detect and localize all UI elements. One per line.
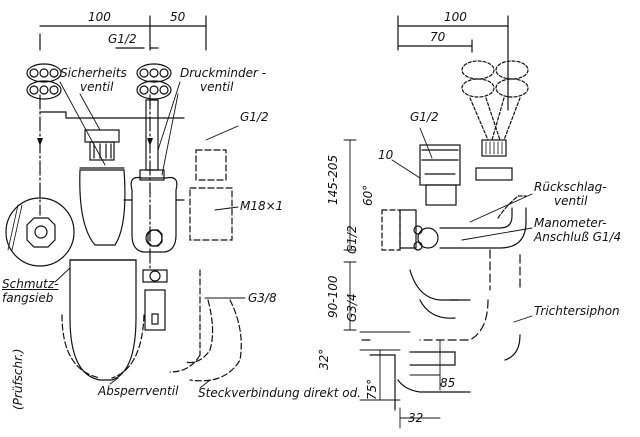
label-pruefschr: (Prüfschr.): [11, 348, 25, 410]
right-cap: [475, 167, 513, 181]
label-trichtersiphon: Trichtersiphon: [534, 304, 620, 318]
label-steckverbindung: Steckverbindung direkt od.: [198, 386, 361, 400]
trichter-siphon: [361, 249, 521, 341]
label-fangsieb: fangsieb: [2, 291, 54, 305]
dashed-connection: [169, 149, 242, 382]
dim-100-right: 100: [444, 10, 467, 24]
label-g12-vert: G1/2: [345, 225, 359, 254]
label-manometer: Manometer-: [534, 216, 607, 230]
dim-50: 50: [170, 10, 186, 24]
dim-90-100: 90-100: [326, 275, 340, 318]
outlet-pipe: [369, 334, 521, 411]
dim-g12-top-left: G1/2: [108, 32, 137, 46]
dim-32deg: 32°: [317, 348, 331, 370]
dim-145-205: 145-205: [326, 154, 340, 205]
right-top-dims: [397, 15, 509, 111]
dim-60deg: 60°: [361, 184, 375, 206]
label-manometer-anschluss: Anschluß G1/4: [534, 230, 622, 244]
label-sicherheits-ventil: ventil: [80, 80, 114, 94]
label-g38: G3/8: [248, 291, 277, 305]
right-thread-block: [481, 139, 507, 157]
label-druckminder-ventil: ventil: [200, 80, 234, 94]
leader-lines: [54, 81, 246, 389]
dim-75deg: 75°: [365, 378, 379, 400]
dim-85: 85: [440, 376, 456, 390]
right-knobs: [461, 60, 529, 141]
label-g12-mid: G1/2: [240, 110, 269, 124]
left-riser: [39, 94, 151, 271]
dim-100-left: 100: [88, 10, 111, 24]
label-sicherheits: Sicherheits: [60, 66, 127, 80]
label-schmutz: Schmutz-: [2, 277, 59, 291]
check-valve-assembly: [381, 144, 527, 319]
label-g34-vert: G3/4: [345, 293, 359, 322]
label-g12-right: G1/2: [410, 110, 439, 124]
pressure-reducer-knob: [136, 63, 172, 100]
dim-32: 32: [408, 411, 424, 425]
flow-arrows: [37, 138, 153, 146]
filter-cup: [61, 259, 145, 381]
right-thread-hatch: [485, 141, 503, 155]
right-leader-lines: [391, 127, 533, 323]
strainer: [5, 197, 75, 267]
right-view: [343, 15, 533, 429]
safety-valve-knob: [26, 63, 62, 100]
label-rueckschlag: Rückschlag-: [534, 180, 607, 194]
label-druckminder: Druckminder -: [180, 66, 267, 80]
left-view: [5, 15, 246, 389]
label-rueckschlag-ventil: ventil: [554, 194, 588, 208]
pressure-reducer-body: [123, 99, 185, 331]
safety-valve-body: [39, 111, 185, 246]
right-vertical-dims: [343, 139, 441, 429]
top-dimension-lines: [39, 15, 207, 51]
dim-10: 10: [378, 148, 394, 162]
label-m18: M18×1: [240, 199, 284, 213]
label-absperrventil: Absperrventil: [98, 384, 179, 398]
dim-70: 70: [430, 30, 446, 44]
